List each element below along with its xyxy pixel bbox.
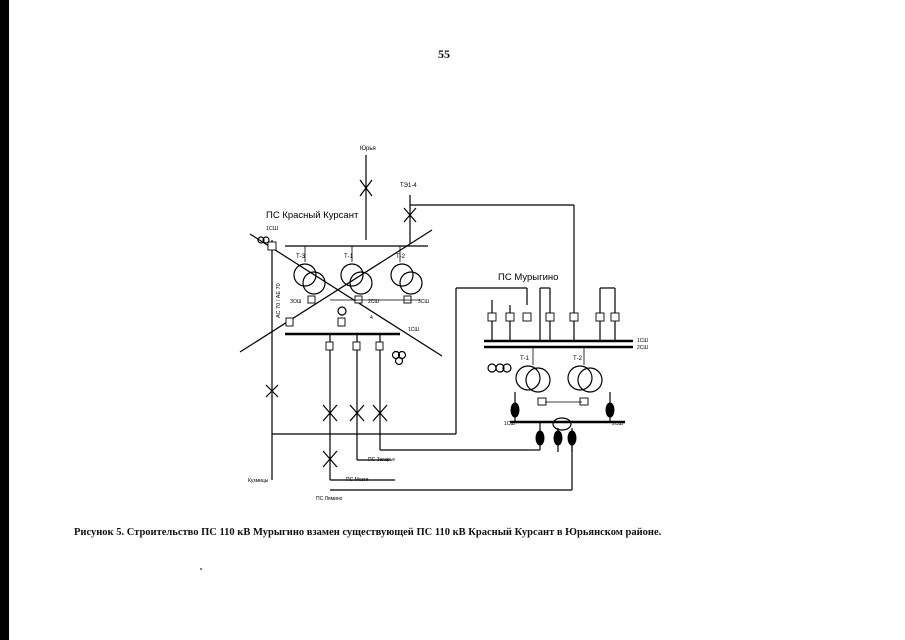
- label-te: ТЭ1-4: [400, 183, 417, 189]
- figure-caption: Рисунок 5. Строительство ПС 110 кВ Мурыг…: [74, 527, 662, 538]
- svg-text:Т-3: Т-3: [296, 254, 306, 260]
- left-margin-bar: [0, 0, 9, 640]
- kras-transformer-t1: Т-1: [340, 246, 373, 304]
- label-vertical-line: АС 70 / АЕ 70: [276, 283, 282, 318]
- label-yurya: Юрья: [360, 146, 376, 152]
- label-ps-lyamino: ПС Лямино: [316, 496, 343, 502]
- label-ps-zagarye: ПС Загарье: [368, 457, 395, 463]
- cross-out-line-a: [249, 233, 443, 357]
- label-kras-bus-low: 1СШ: [408, 327, 419, 333]
- label-mur-left: 1СШ: [504, 421, 515, 427]
- label-kras-zsh2: 2СШ: [368, 299, 379, 305]
- mur-transformer-t1: Т-1: [515, 347, 551, 393]
- label-ps-murygino: ПС Мурыгино: [498, 272, 558, 283]
- svg-text:Т-2: Т-2: [396, 254, 406, 260]
- label-kras-bus-top: 1СШ: [266, 226, 278, 232]
- svg-text:Т-1: Т-1: [344, 254, 354, 260]
- label-ps-krasny: ПС Красный Курсант: [266, 210, 359, 221]
- label-mur-right: 2СШ: [612, 421, 623, 427]
- mur-transformer-t2: Т-2: [567, 347, 603, 393]
- label-mur-bus-2: 2СШ: [637, 345, 648, 351]
- label-kras-zsh1: ЗОШ: [290, 299, 302, 305]
- label-kras-zsh3: 3СШ: [418, 299, 429, 305]
- kras-transformer-t3: Т-3: [293, 246, 326, 304]
- kras-transformer-t2: Т-2: [390, 246, 423, 304]
- label-mur-bus-1: 1СШ: [637, 338, 648, 344]
- scan-speck: [200, 568, 202, 570]
- svg-text:Т-2: Т-2: [573, 356, 583, 362]
- label-ps-mozhgi: ПС Мозги: [346, 477, 369, 483]
- label-kuzmiczy: Кузмицы: [248, 478, 269, 484]
- svg-text:Т-1: Т-1: [520, 356, 530, 362]
- page-number: 55: [438, 47, 450, 61]
- label-kras-feeder: 4: [370, 315, 373, 321]
